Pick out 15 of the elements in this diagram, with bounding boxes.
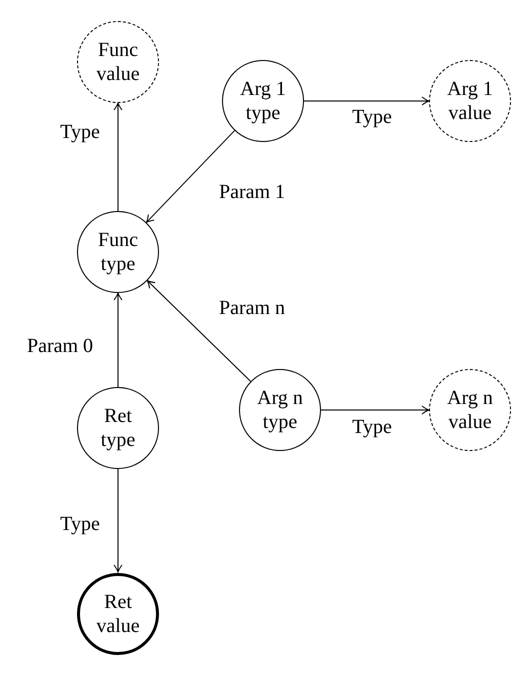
edge-label: Param n	[218, 296, 286, 320]
edge-label: Param 0	[26, 334, 94, 358]
edge-label: Type	[60, 512, 100, 536]
node-label: Arg n value	[446, 386, 494, 434]
node-label: Arg 1 type	[239, 77, 287, 125]
node-label: Arg n type	[256, 386, 304, 434]
edge-label: Type	[60, 120, 100, 144]
node-label: Ret value	[95, 590, 141, 638]
node-label: Func value	[95, 38, 141, 86]
node-label: Ret type	[100, 404, 136, 452]
node-label: Func type	[97, 228, 139, 276]
edge-label: Type	[352, 415, 392, 439]
edge-label: Param 1	[218, 180, 286, 204]
node-label: Arg 1 value	[446, 77, 494, 125]
edge-label: Type	[352, 105, 392, 129]
